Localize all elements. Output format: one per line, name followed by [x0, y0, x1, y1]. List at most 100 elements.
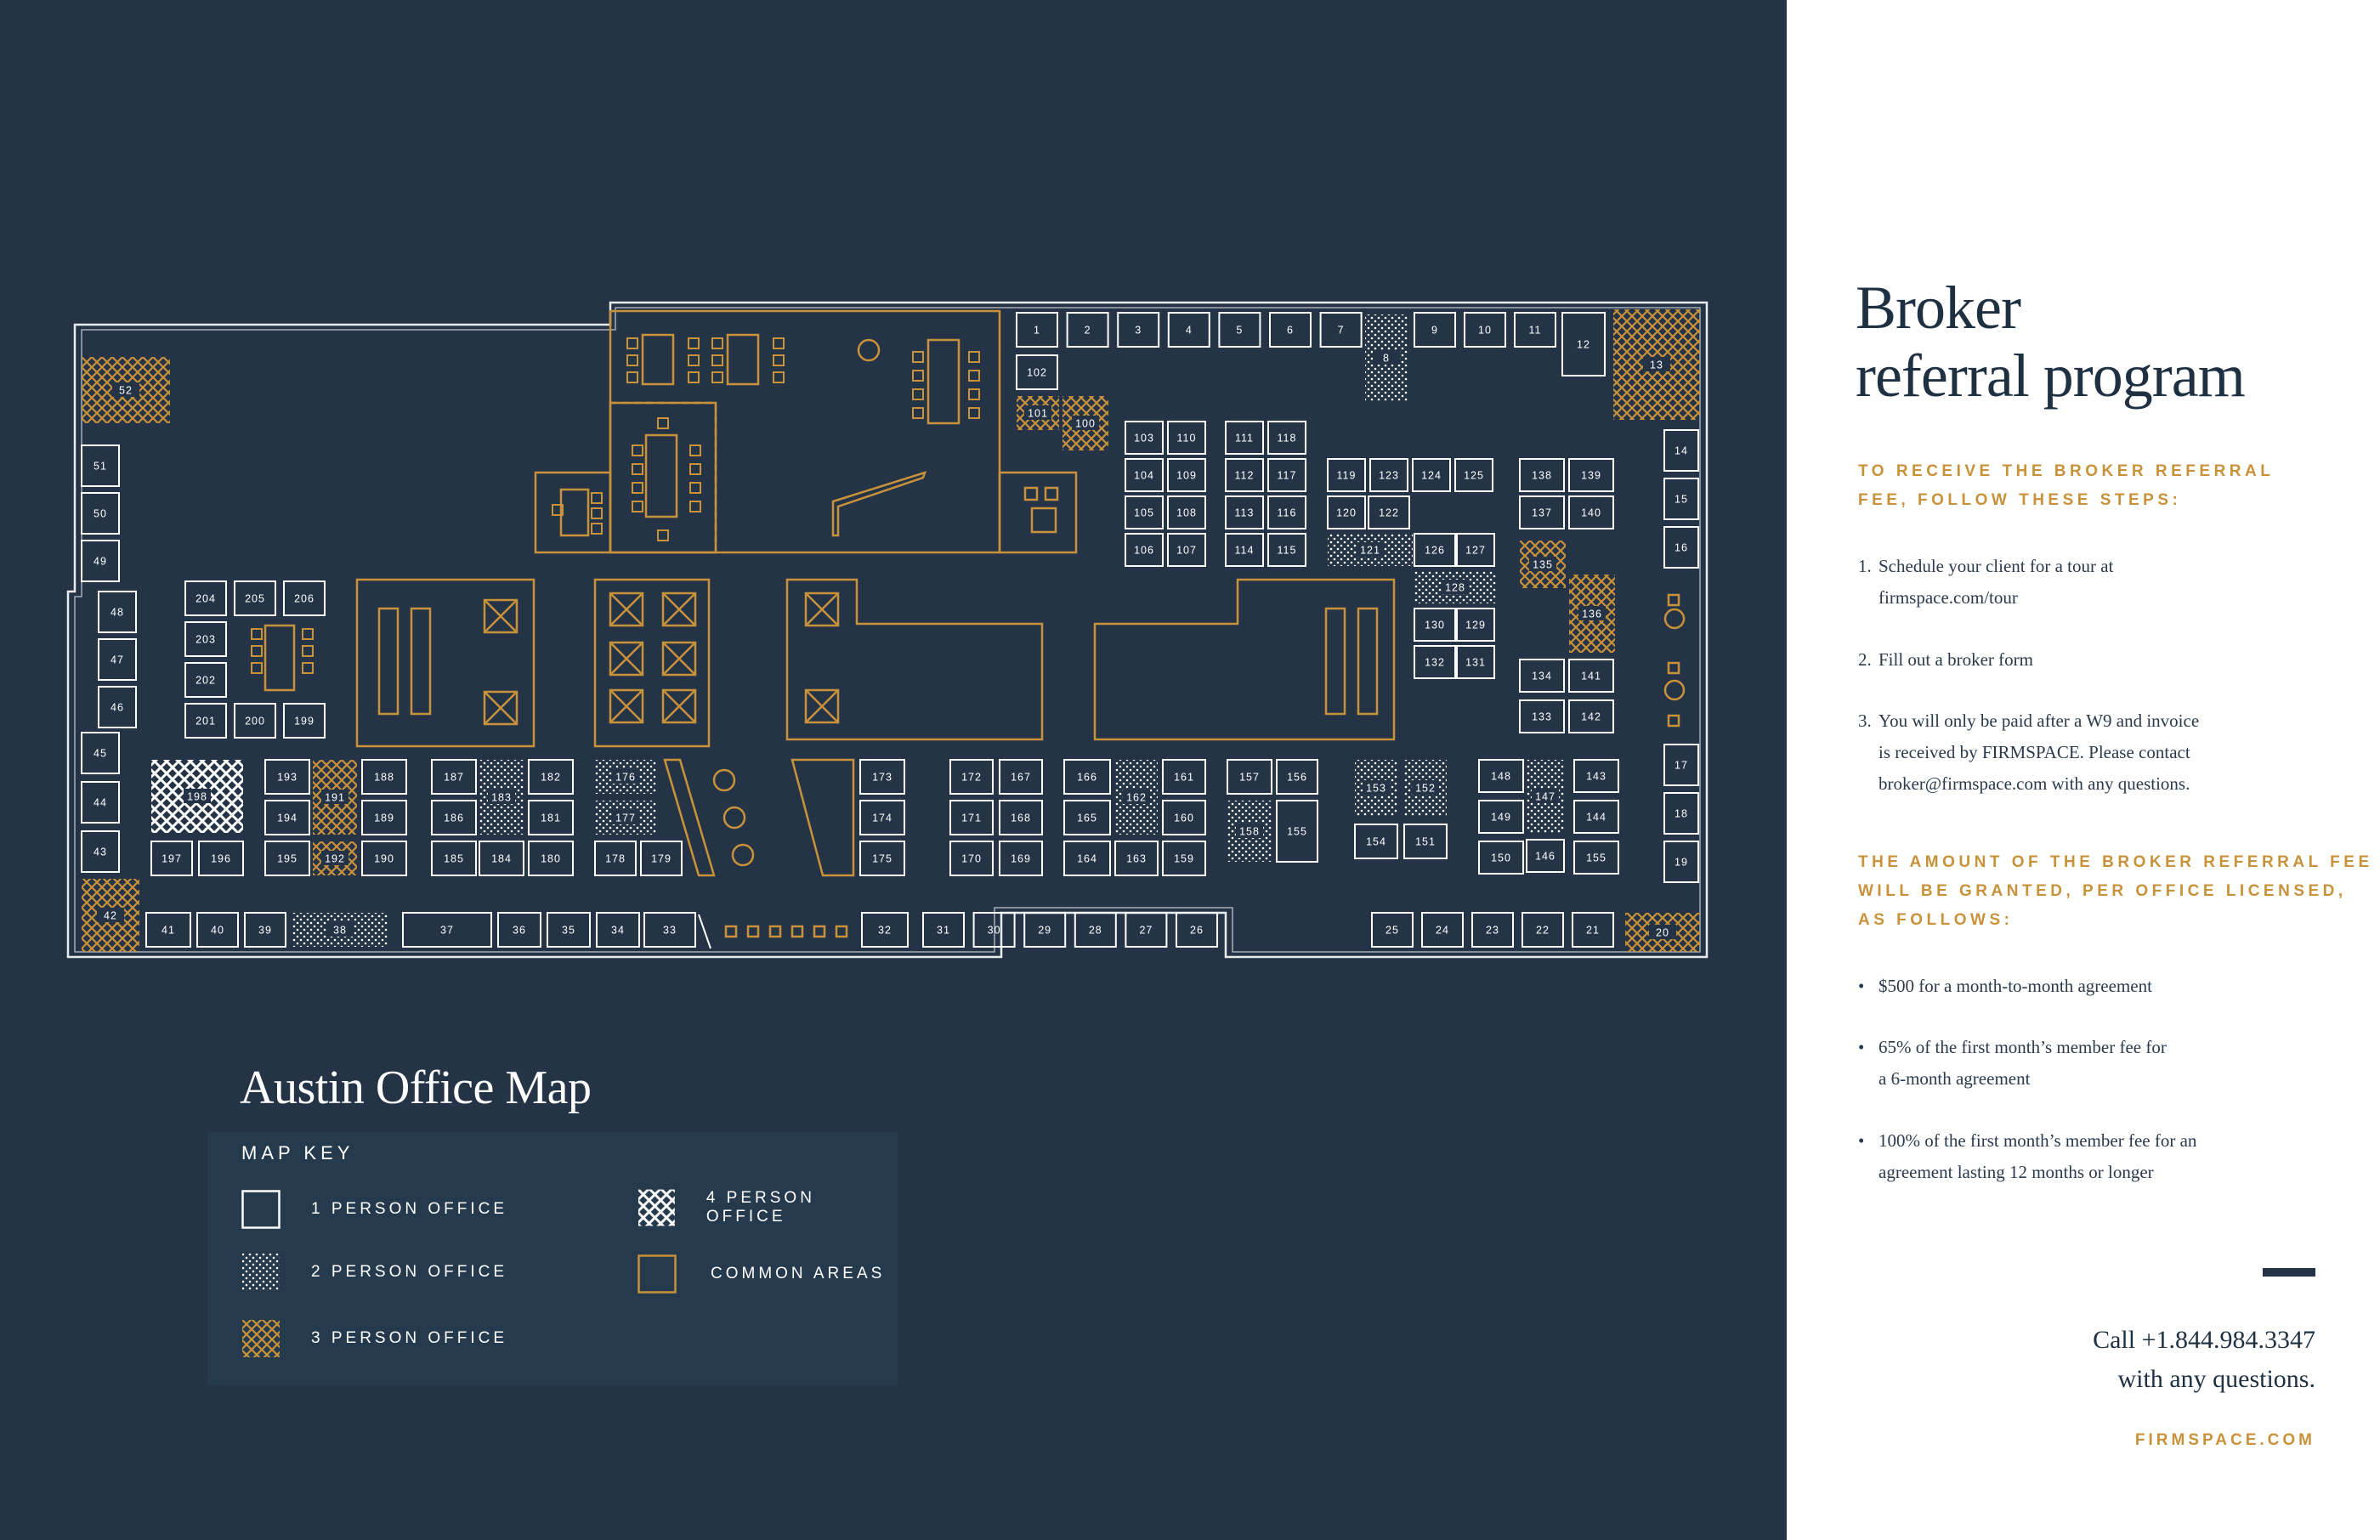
office-box — [1063, 841, 1111, 876]
office-number: 164 — [1077, 853, 1097, 865]
office-113: 113 — [1225, 495, 1264, 529]
office-number: 172 — [961, 772, 982, 784]
step-text: You will only be paid after a W9 and inv… — [1878, 711, 2200, 731]
office-112: 112 — [1225, 458, 1264, 492]
office-box — [1063, 759, 1111, 795]
step-text: Schedule your client for a tour at — [1878, 556, 2114, 576]
office-number: 150 — [1491, 852, 1511, 864]
office-170: 170 — [949, 841, 994, 876]
office-box — [198, 841, 244, 876]
office-number: 185 — [444, 853, 464, 865]
office-4: 4 — [1167, 312, 1210, 348]
program-title-line: Broker — [1856, 274, 2021, 342]
office-box — [150, 841, 193, 876]
fee-heading-line: WILL BE GRANTED, PER OFFICE LICENSED, — [1858, 882, 2347, 900]
office-number: 141 — [1581, 671, 1601, 682]
chair — [591, 523, 603, 535]
divider — [2263, 1268, 2315, 1277]
office-125: 125 — [1454, 458, 1493, 492]
office-box — [234, 703, 276, 739]
chair — [688, 354, 700, 366]
office-box — [1478, 800, 1524, 834]
phone-text[interactable]: Call +1.844.984.3347 — [2093, 1326, 2315, 1354]
office-number: 146 — [1535, 851, 1556, 863]
office-127: 127 — [1456, 533, 1495, 567]
office-box — [81, 732, 120, 774]
office-box — [1319, 312, 1363, 348]
office-149: 149 — [1478, 800, 1524, 834]
office-133: 133 — [1519, 699, 1565, 733]
office-box — [1519, 458, 1565, 492]
office-number: 43 — [94, 846, 107, 858]
office-number: 17 — [1674, 760, 1688, 772]
chair — [689, 444, 701, 456]
chair — [657, 529, 669, 541]
office-box — [1514, 312, 1556, 348]
map-title: Austin Office Map — [240, 1062, 592, 1114]
office-136: 136 — [1569, 575, 1615, 653]
office-102: 102 — [1016, 354, 1058, 390]
office-number: 20 — [1656, 927, 1669, 939]
office-number: 188 — [374, 772, 394, 784]
office-box — [1162, 841, 1206, 876]
office-161: 161 — [1162, 759, 1206, 795]
office-box — [1267, 458, 1306, 492]
office-139: 139 — [1568, 458, 1614, 492]
key-label: 1 PERSON OFFICE — [311, 1200, 508, 1218]
office-176: 176 — [595, 760, 656, 794]
office-box — [859, 759, 905, 795]
office-number: 161 — [1174, 772, 1194, 784]
office-37: 37 — [402, 912, 492, 948]
office-box — [1421, 912, 1464, 948]
office-number: 33 — [663, 925, 677, 937]
office-number-backdrop — [1123, 790, 1150, 804]
office-box — [1162, 800, 1206, 835]
office-box — [1519, 699, 1565, 733]
office-number: 152 — [1415, 783, 1436, 795]
office-box — [184, 580, 227, 616]
chair — [912, 351, 924, 363]
chair — [773, 337, 785, 349]
office-number: 155 — [1287, 826, 1307, 838]
website-link[interactable]: FIRMSPACE.COM — [2134, 1431, 2315, 1449]
office-box — [1074, 912, 1117, 948]
chair — [912, 407, 924, 419]
office-box — [859, 800, 905, 835]
office-number: 108 — [1176, 507, 1197, 519]
office-number: 38 — [333, 925, 347, 937]
chair — [968, 388, 980, 400]
office-114: 114 — [1225, 533, 1264, 567]
office-19: 19 — [1663, 841, 1699, 883]
office-32: 32 — [861, 912, 909, 948]
office-box — [1561, 312, 1606, 377]
office-number: 195 — [277, 853, 298, 865]
office-number: 4 — [1186, 325, 1193, 337]
office-number-backdrop — [184, 789, 211, 803]
office-121: 121 — [1328, 534, 1413, 566]
office-164: 164 — [1063, 841, 1111, 876]
office-box — [1414, 533, 1456, 567]
step-1: 1.Schedule your client for a tour at fir… — [1858, 551, 2113, 614]
office-number: 42 — [104, 910, 117, 922]
office-box — [81, 444, 120, 487]
office-number: 179 — [651, 853, 672, 865]
office-number-backdrop — [1529, 557, 1556, 571]
office-26: 26 — [1176, 912, 1218, 948]
key-item-2-person: 2 PERSON OFFICE — [241, 1253, 507, 1292]
office-number: 206 — [294, 593, 314, 605]
office-201: 201 — [184, 703, 227, 739]
office-box — [1117, 312, 1160, 348]
chair — [632, 444, 643, 456]
office-box — [1225, 458, 1264, 492]
office-202: 202 — [184, 662, 227, 698]
office-number: 144 — [1586, 812, 1606, 824]
office-box — [859, 841, 905, 876]
office-number: 182 — [541, 772, 561, 784]
office-number: 123 — [1379, 470, 1399, 482]
office-131: 131 — [1456, 645, 1495, 679]
fee-text: agreement lasting 12 months or longer — [1878, 1162, 2154, 1182]
office-204: 204 — [184, 580, 227, 616]
office-number: 131 — [1465, 657, 1486, 669]
office-number: 3 — [1135, 325, 1142, 337]
